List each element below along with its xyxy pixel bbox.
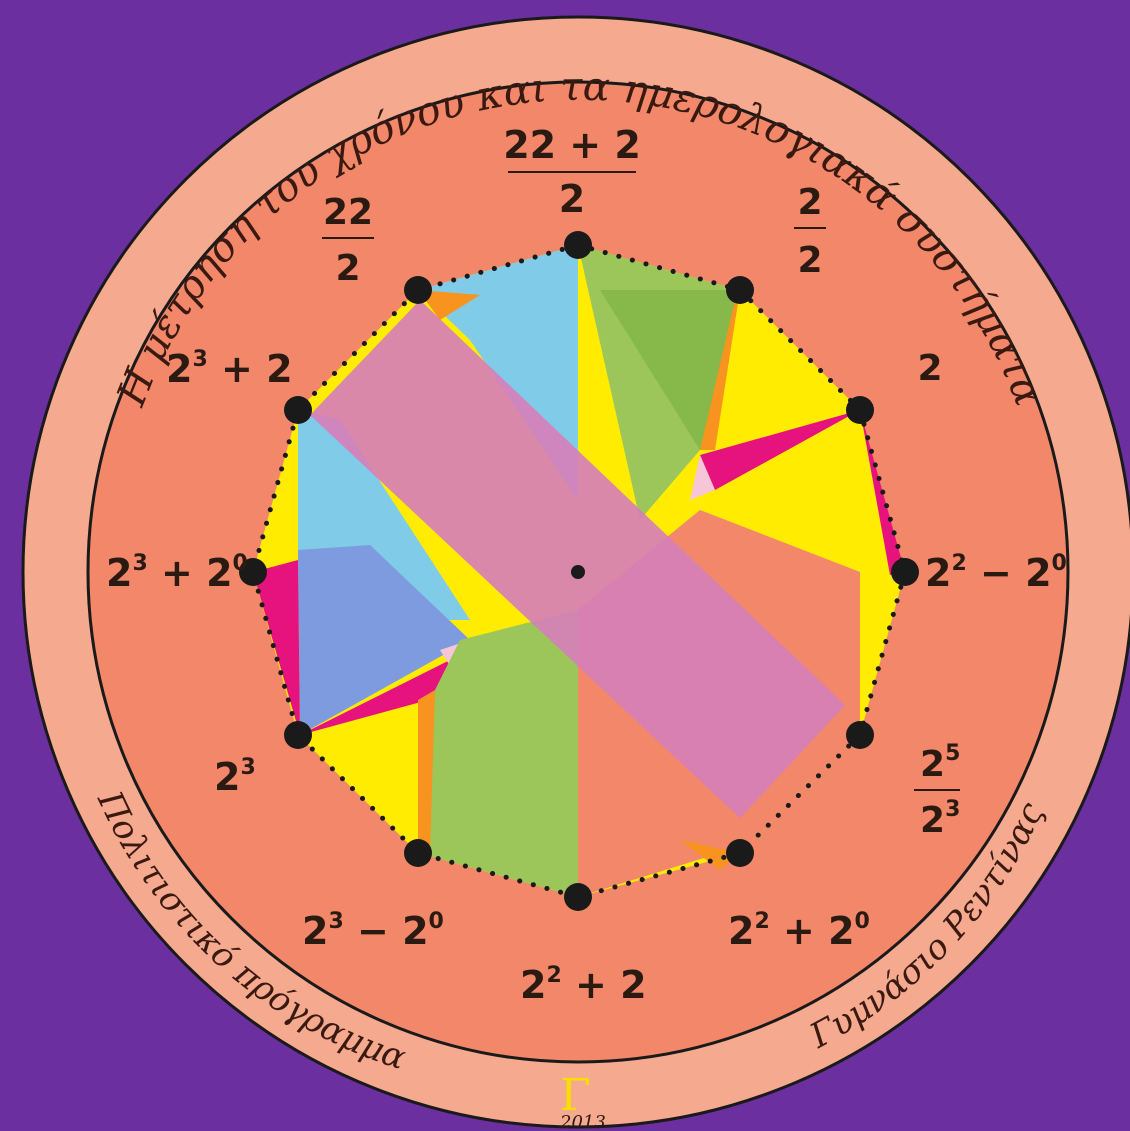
hour-12-numerator: 22 + 2 (503, 123, 641, 167)
hour-7-label: 23 − 20 (302, 909, 444, 953)
hour-5-label: 22 + 20 (728, 909, 870, 953)
center-dot (571, 565, 585, 579)
hour-dot-7 (404, 839, 432, 867)
hour-dot-12 (564, 231, 592, 259)
hour-10-label: 23 + 2 (166, 347, 293, 391)
hour-dot-11 (404, 276, 432, 304)
hour-dot-5 (726, 839, 754, 867)
hour-3-label: 22 − 20 (925, 551, 1067, 595)
hour-dot-10 (284, 396, 312, 424)
hour-dot-4 (846, 721, 874, 749)
hour-12-denominator: 2 (559, 177, 585, 221)
hour-dot-2 (846, 396, 874, 424)
hour-dot-8 (284, 721, 312, 749)
hour-11-denominator: 2 (335, 248, 360, 289)
hour-9-label: 23 + 20 (106, 551, 248, 595)
hour-dot-6 (564, 883, 592, 911)
hour-1-denominator: 2 (797, 240, 822, 281)
hour-6-label: 22 + 2 (520, 963, 647, 1007)
hour-2-label: 2 (917, 348, 942, 389)
hour-dot-1 (726, 276, 754, 304)
hour-dot-3 (891, 558, 919, 586)
hour-11-numerator: 22 (323, 192, 373, 233)
hour-1-numerator: 2 (797, 182, 822, 223)
svg-text:2013: 2013 (559, 1112, 606, 1131)
